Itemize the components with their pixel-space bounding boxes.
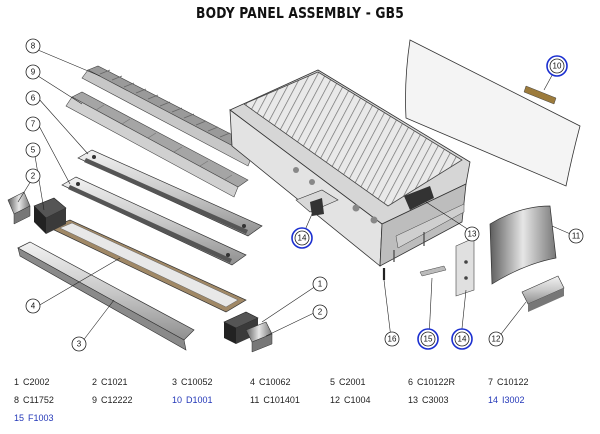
svg-text:1: 1 — [318, 280, 323, 289]
callout-16: 16 — [384, 331, 400, 347]
callout-5: 5 — [25, 142, 41, 158]
callout-2-right: 2 — [312, 304, 328, 320]
callout-15: 15 — [417, 328, 439, 350]
page-title: BODY PANEL ASSEMBLY - GB5 — [196, 4, 404, 22]
part-3-bottom-bar — [17, 241, 195, 351]
callout-6: 6 — [25, 90, 41, 106]
part-2-right-bracket — [245, 321, 273, 353]
callout-10: 10 — [546, 55, 568, 77]
part-4-frame-panel — [49, 219, 247, 313]
grill-body — [229, 69, 471, 267]
part-5-left-cap — [33, 197, 67, 234]
callout-14-top: 14 — [291, 227, 313, 249]
callout-7: 7 — [25, 116, 41, 132]
svg-text:6: 6 — [31, 94, 36, 103]
part-7-rail — [61, 176, 247, 266]
callout-9: 9 — [25, 64, 41, 80]
part-2-left-bracket — [7, 191, 31, 225]
callout-2-left: 2 — [25, 168, 41, 184]
callout-4: 4 — [25, 298, 41, 314]
svg-text:10: 10 — [553, 62, 562, 71]
part-10-back-panel — [405, 39, 581, 187]
part-14-knob-cover — [295, 189, 339, 216]
svg-text:12: 12 — [492, 335, 501, 344]
part-6-rail — [77, 149, 263, 237]
callout-3: 3 — [71, 336, 87, 352]
svg-text:8: 8 — [31, 42, 36, 51]
svg-text:14: 14 — [458, 335, 467, 344]
svg-text:2: 2 — [318, 308, 323, 317]
svg-text:15: 15 — [424, 335, 433, 344]
part-9-panel — [65, 91, 249, 198]
exploded-diagram: 8 9 6 7 5 2 4 3 1 2 10 11 12 13 14 16 15… — [7, 38, 584, 353]
callout-8: 8 — [25, 38, 41, 54]
part-12-bracket — [521, 275, 565, 312]
callout-14-bottom: 14 — [451, 328, 473, 350]
svg-text:2: 2 — [31, 172, 36, 181]
svg-text:14: 14 — [298, 234, 307, 243]
callout-12: 12 — [488, 331, 504, 347]
leader-lines — [17, 49, 576, 343]
svg-text:16: 16 — [388, 335, 397, 344]
svg-text:13: 13 — [468, 230, 477, 239]
svg-text:9: 9 — [31, 68, 36, 77]
callout-11: 11 — [568, 228, 584, 244]
svg-text:11: 11 — [572, 232, 581, 241]
callout-1: 1 — [312, 276, 328, 292]
svg-text:7: 7 — [31, 120, 36, 129]
svg-text:5: 5 — [31, 146, 36, 155]
part-11-side-panel — [489, 205, 557, 285]
part-15-rod — [419, 265, 447, 277]
svg-text:3: 3 — [77, 340, 82, 349]
part-13-plate — [455, 237, 475, 297]
svg-text:4: 4 — [31, 302, 36, 311]
part-1-right-cap — [223, 311, 259, 344]
callout-13: 13 — [464, 226, 480, 242]
